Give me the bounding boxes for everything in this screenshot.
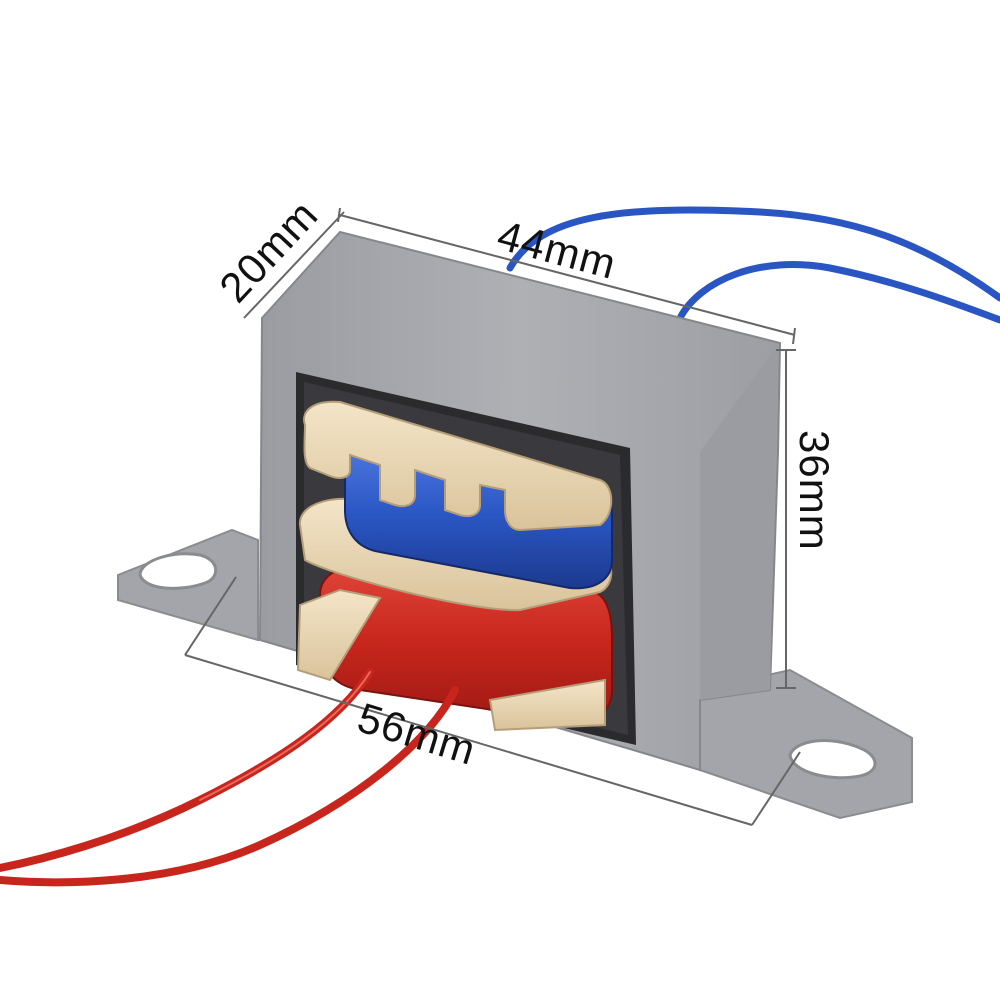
height-label: 36mm — [791, 430, 838, 551]
bobbin-comb — [303, 400, 613, 532]
dimension-lines — [184, 207, 801, 826]
secondary-wires — [506, 206, 1000, 324]
primary-wires — [0, 668, 459, 887]
mounting-bracket-left — [117, 528, 259, 642]
